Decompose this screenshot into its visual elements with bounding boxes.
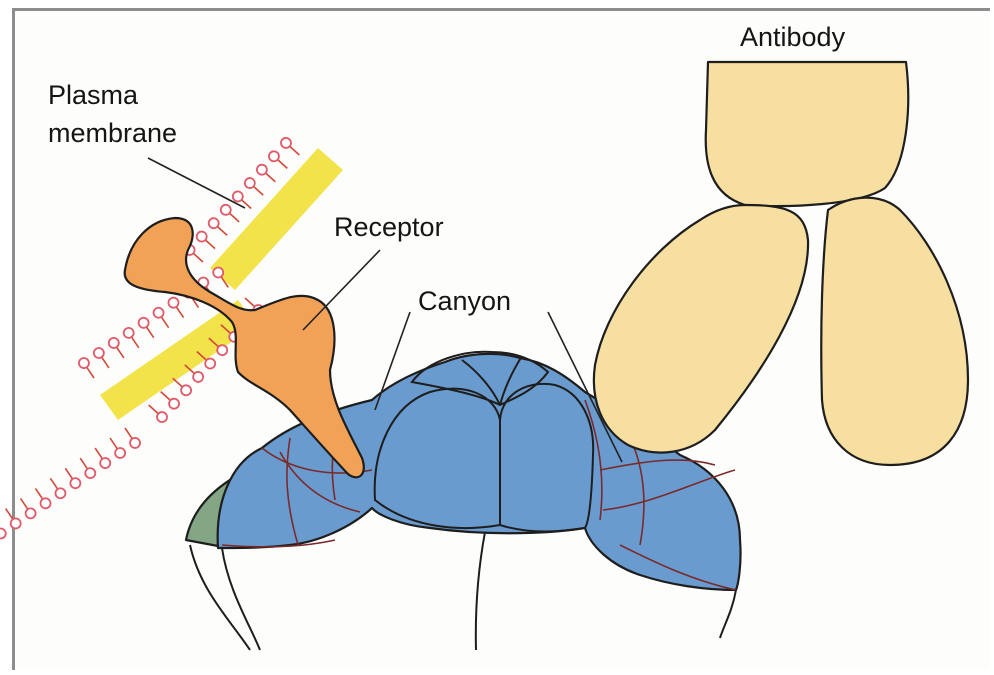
receptor-label: Receptor [334,212,444,242]
antibody-right-arm [821,198,968,465]
antibody-left-arm [594,205,808,453]
antibody-stem [706,62,908,206]
receptor-leader [303,250,380,330]
antibody-label: Antibody [740,22,846,52]
plasma-membrane-label-line2: membrane [48,118,177,148]
antibody-shape [594,62,968,465]
plasma-membrane-label-line1: Plasma [48,80,139,110]
plasma-membrane-leader [148,158,245,208]
canyon-label: Canyon [418,286,511,316]
